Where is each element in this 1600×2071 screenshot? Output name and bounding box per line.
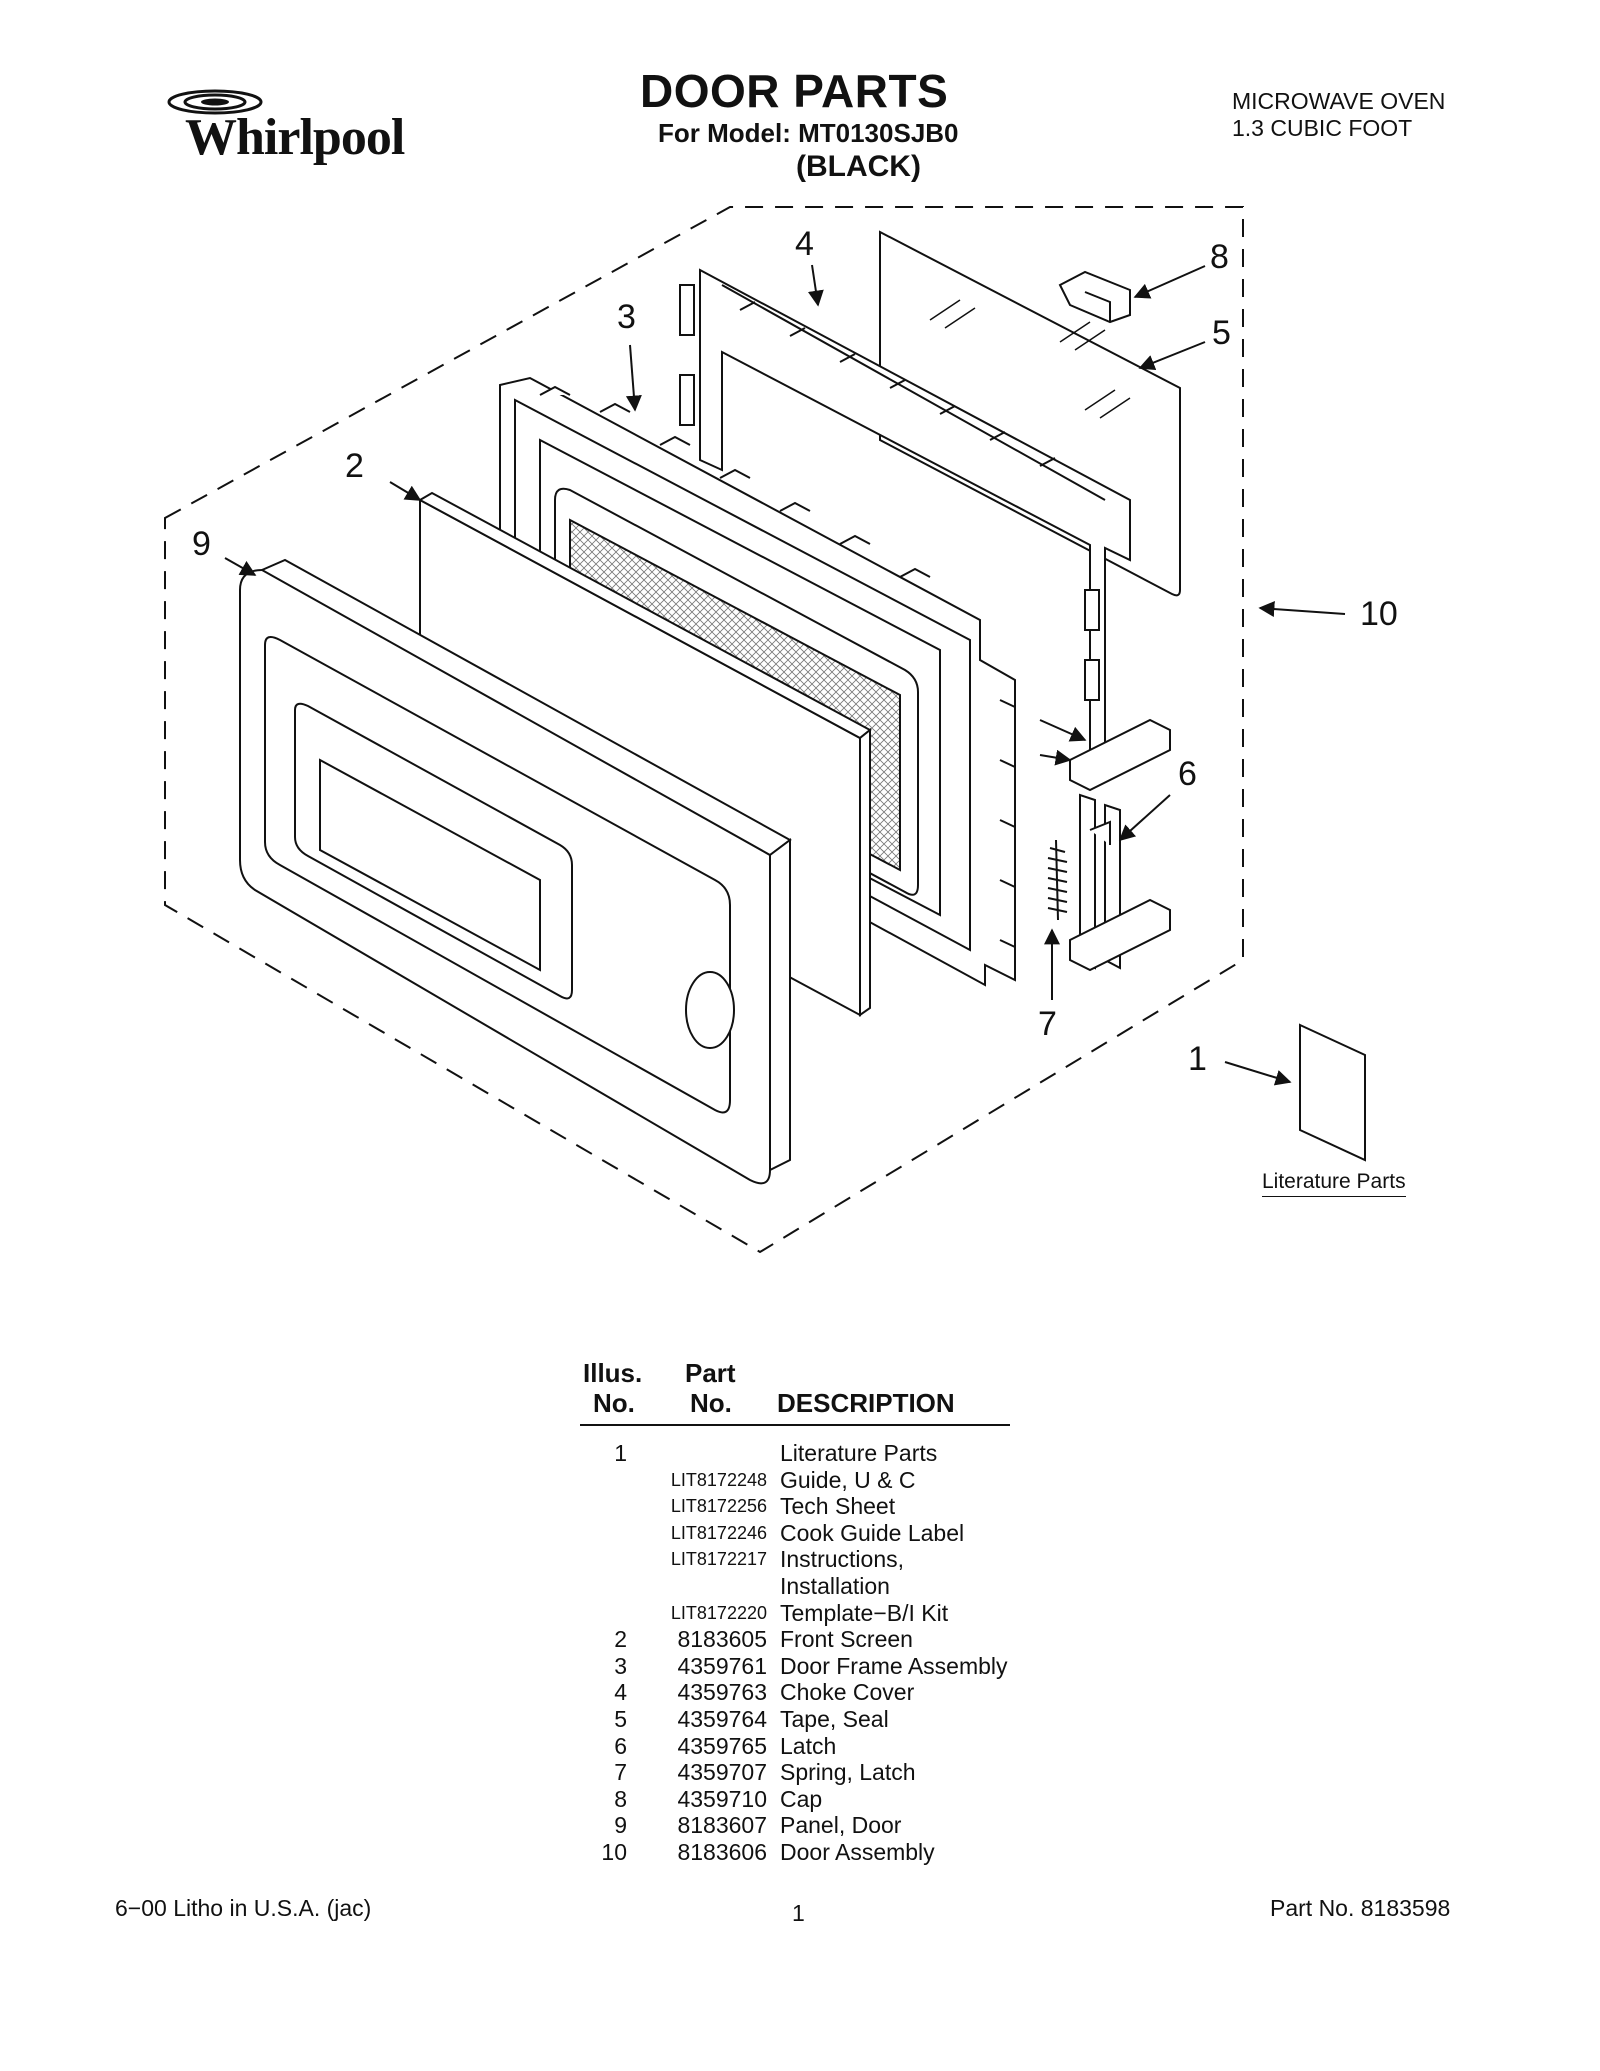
choke-cover-part xyxy=(679,268,1131,762)
footer-part-number: Part No. 8183598 xyxy=(1270,1895,1451,1921)
callout-10: 10 xyxy=(1360,595,1398,633)
illus-number: 1 xyxy=(614,1440,627,1466)
part-description: Guide, U & C xyxy=(780,1466,916,1493)
part-number: 4359707 xyxy=(677,1759,767,1786)
illus-number: 7 xyxy=(614,1759,627,1786)
literature-parts-label: Literature Parts xyxy=(1262,1170,1406,1197)
swirl-logo-icon xyxy=(167,89,263,115)
part-description: Instructions, xyxy=(780,1546,904,1573)
part-description: Tech Sheet xyxy=(780,1493,896,1520)
callout-1: 1 xyxy=(1188,1040,1207,1078)
page-title: DOOR PARTS xyxy=(640,65,949,117)
header-part-top: Part xyxy=(685,1358,736,1388)
header-description: DESCRIPTION xyxy=(777,1388,955,1418)
illus-number: 5 xyxy=(614,1706,627,1732)
part-number: 4359764 xyxy=(677,1706,767,1732)
part-number: 8183606 xyxy=(677,1839,767,1865)
illus-number: 8 xyxy=(614,1785,627,1812)
color-note: (BLACK) xyxy=(796,150,921,183)
page-number: 1 xyxy=(792,1900,805,1926)
part-number: 4359761 xyxy=(677,1652,767,1679)
part-description: Choke Cover xyxy=(780,1679,915,1706)
part-description: Template−B/I Kit xyxy=(780,1599,949,1626)
part-description: Literature Parts xyxy=(780,1440,938,1466)
callout-7: 7 xyxy=(1038,1005,1057,1043)
illus-number: 10 xyxy=(601,1839,627,1865)
part-number: 8183607 xyxy=(677,1812,767,1839)
exploded-door-diagram xyxy=(164,206,1366,1254)
part-number: 4359763 xyxy=(677,1679,767,1706)
part-number: 4359710 xyxy=(677,1785,767,1812)
header-illus-top: Illus. xyxy=(583,1358,643,1388)
callout-8: 8 xyxy=(1210,238,1229,276)
illus-number: 3 xyxy=(614,1652,627,1679)
header-illus-bottom: No. xyxy=(593,1388,635,1418)
callout-9: 9 xyxy=(192,525,211,563)
footer-print-info: 6−00 Litho in U.S.A. (jac) xyxy=(115,1895,372,1921)
latch-part xyxy=(1069,718,1171,972)
part-description: Tape, Seal xyxy=(780,1706,889,1732)
illus-number: 2 xyxy=(614,1626,627,1653)
brand-name: Whirlpool xyxy=(185,109,405,166)
product-type-line1: MICROWAVE OVEN xyxy=(1232,88,1446,114)
literature-booklet xyxy=(1299,1023,1366,1162)
callout-arrows xyxy=(224,264,1346,1086)
header-part-bottom: No. xyxy=(690,1388,732,1418)
product-type-line2: 1.3 CUBIC FOOT xyxy=(1232,115,1413,141)
part-description: Door Frame Assembly xyxy=(780,1652,1008,1679)
cap-part xyxy=(1058,270,1131,324)
latch-spring-part xyxy=(1047,839,1068,921)
illus-number: 4 xyxy=(614,1679,627,1706)
callout-3: 3 xyxy=(617,298,636,336)
model-line: For Model: MT0130SJB0 xyxy=(658,118,959,148)
door-assembly-boundary xyxy=(164,206,1244,1254)
illus-number: 6 xyxy=(614,1732,627,1759)
part-number: 4359765 xyxy=(677,1732,767,1759)
door-panel-part xyxy=(239,558,792,1185)
callout-2: 2 xyxy=(345,447,364,485)
callout-4: 4 xyxy=(795,225,814,263)
callout-5: 5 xyxy=(1212,314,1231,352)
part-number: LIT8172248 xyxy=(670,1469,767,1490)
part-description: Spring, Latch xyxy=(780,1759,916,1786)
part-description: Panel, Door xyxy=(780,1812,902,1839)
whirlpool-logo: Whirlpool xyxy=(155,88,405,168)
product-type: MICROWAVE OVEN 1.3 CUBIC FOOT xyxy=(1232,88,1445,142)
header-rule xyxy=(580,1424,1010,1426)
part-description: Cook Guide Label xyxy=(780,1519,965,1546)
part-description: Cap xyxy=(780,1785,823,1812)
illus-number: 9 xyxy=(614,1812,627,1839)
part-number: LIT8172217 xyxy=(670,1549,767,1570)
part-description: Front Screen xyxy=(780,1626,913,1653)
callout-6: 6 xyxy=(1178,755,1197,793)
part-description: Door Assembly xyxy=(780,1839,935,1865)
part-number: LIT8172256 xyxy=(670,1496,767,1517)
part-description: Latch xyxy=(780,1732,837,1759)
part-description: Installation xyxy=(780,1573,890,1599)
part-number: LIT8172220 xyxy=(670,1602,767,1623)
part-number: 8183605 xyxy=(677,1626,767,1653)
part-number: LIT8172246 xyxy=(670,1522,767,1543)
